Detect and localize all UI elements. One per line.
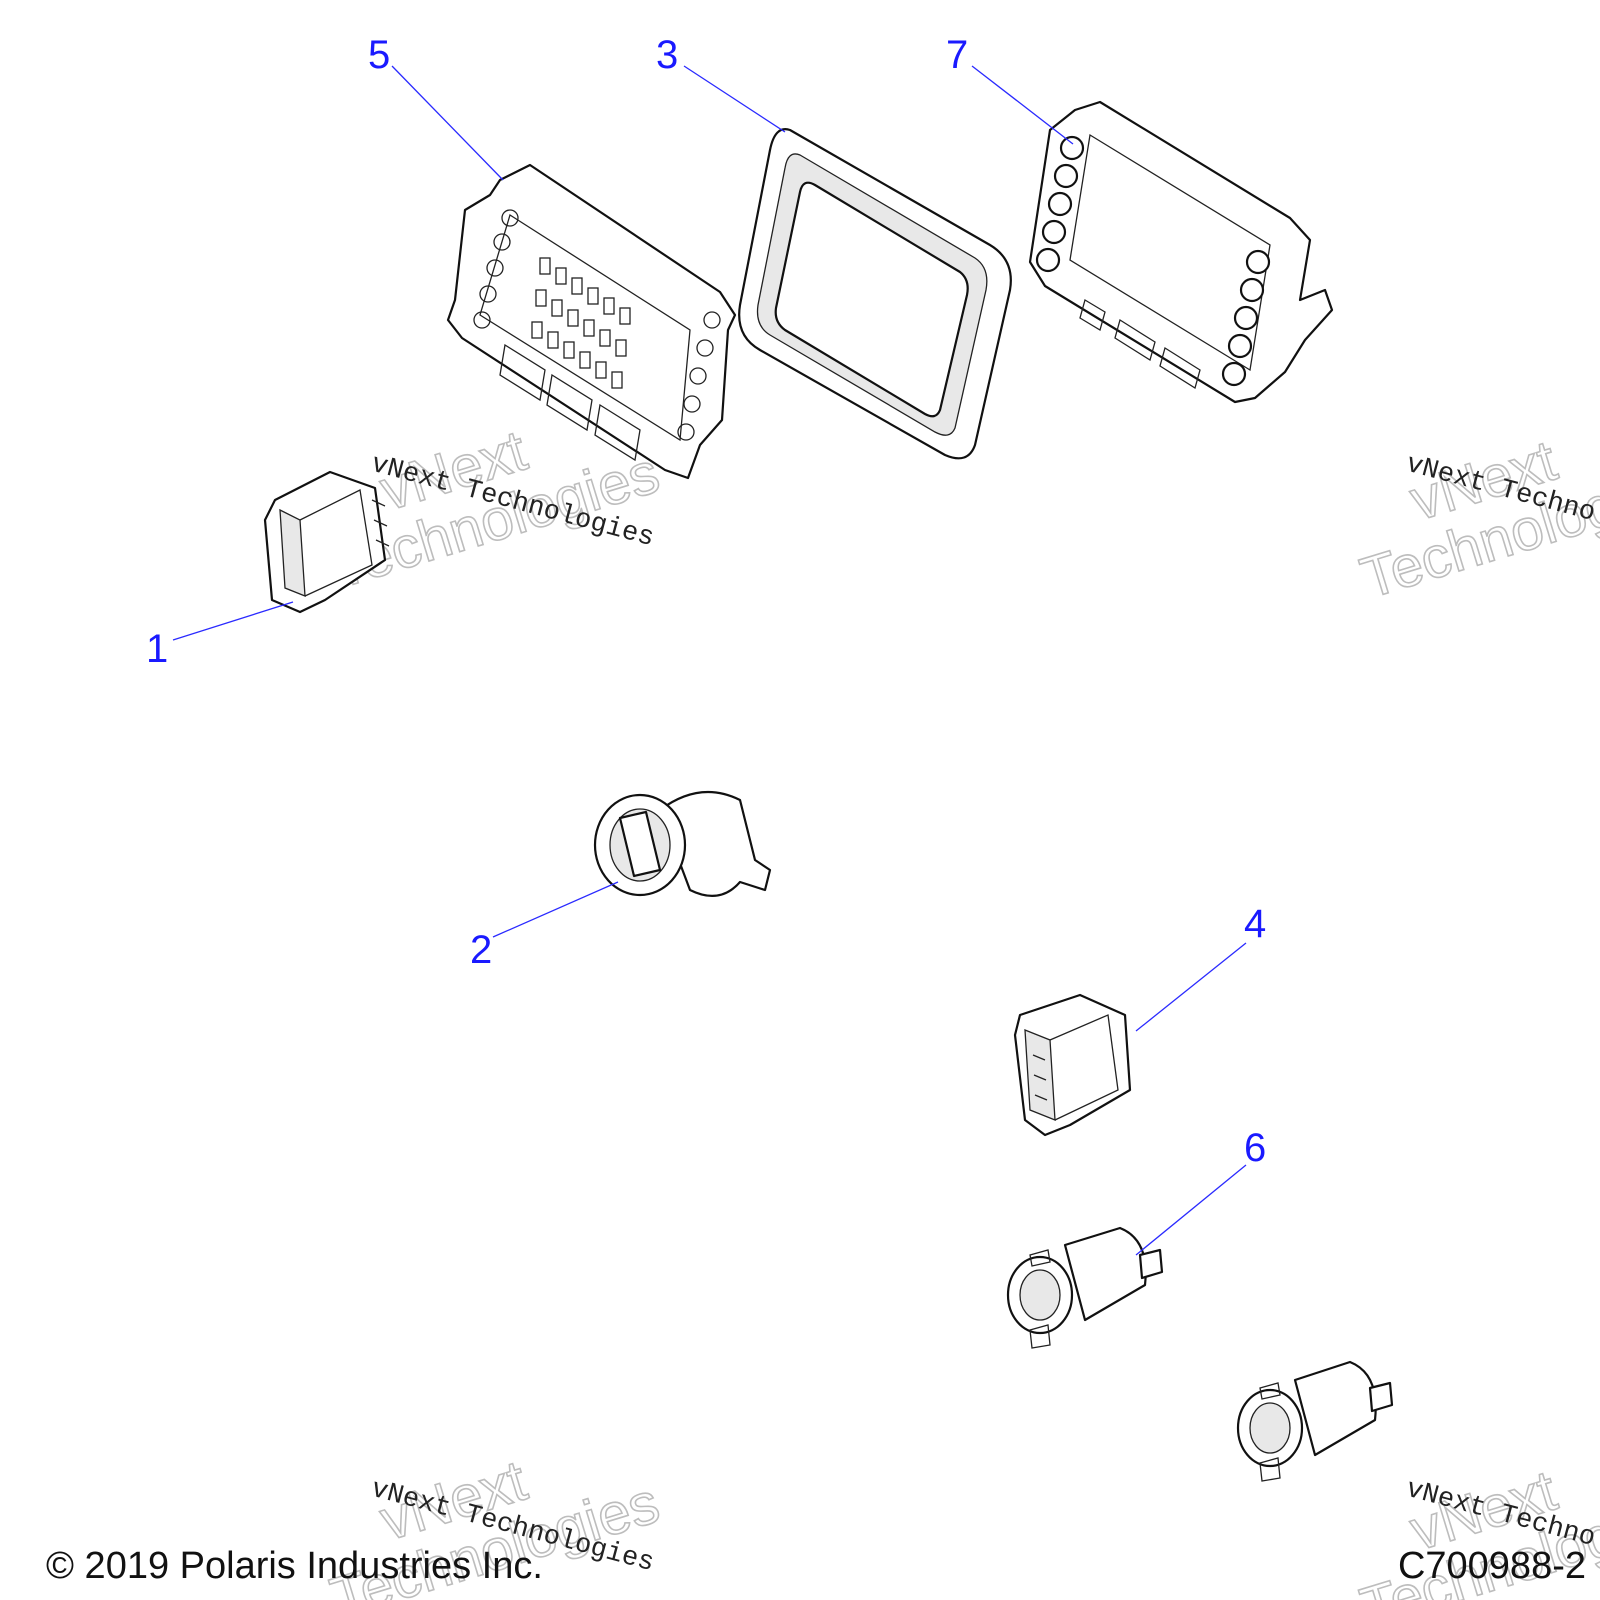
callouts: 1 2 3 4 5 6 7 (146, 33, 1266, 1170)
copyright-text: © 2019 Polaris Industries Inc. (46, 1545, 543, 1587)
leader-7 (971, 65, 1074, 145)
callout-6: 6 (1244, 1126, 1266, 1170)
part-6-power-outlet (1006, 1226, 1164, 1349)
leader-4 (1135, 942, 1247, 1032)
leader-2 (492, 881, 619, 938)
drawing-number: C700988-2 (1398, 1545, 1586, 1587)
leader-1 (172, 601, 294, 641)
part-3-bezel-seal (738, 128, 1012, 460)
part-1-rocker-switch (263, 470, 390, 614)
callout-4: 4 (1244, 902, 1266, 946)
leader-lines (172, 65, 1247, 1256)
callout-2: 2 (470, 928, 492, 972)
leader-3 (683, 65, 786, 133)
callout-1: 1 (146, 627, 168, 671)
part-6-power-outlet-second (1236, 1360, 1394, 1482)
callout-5: 5 (368, 33, 390, 77)
leader-6 (1135, 1164, 1247, 1256)
callout-3: 3 (656, 33, 678, 77)
part-4-rocker-switch (1013, 993, 1132, 1137)
callout-7: 7 (946, 33, 968, 77)
leader-5 (391, 65, 504, 181)
part-2-ignition-switch (593, 790, 772, 898)
part-7-instrument-cluster (1028, 100, 1334, 404)
part-5-gauge-face (446, 163, 737, 480)
